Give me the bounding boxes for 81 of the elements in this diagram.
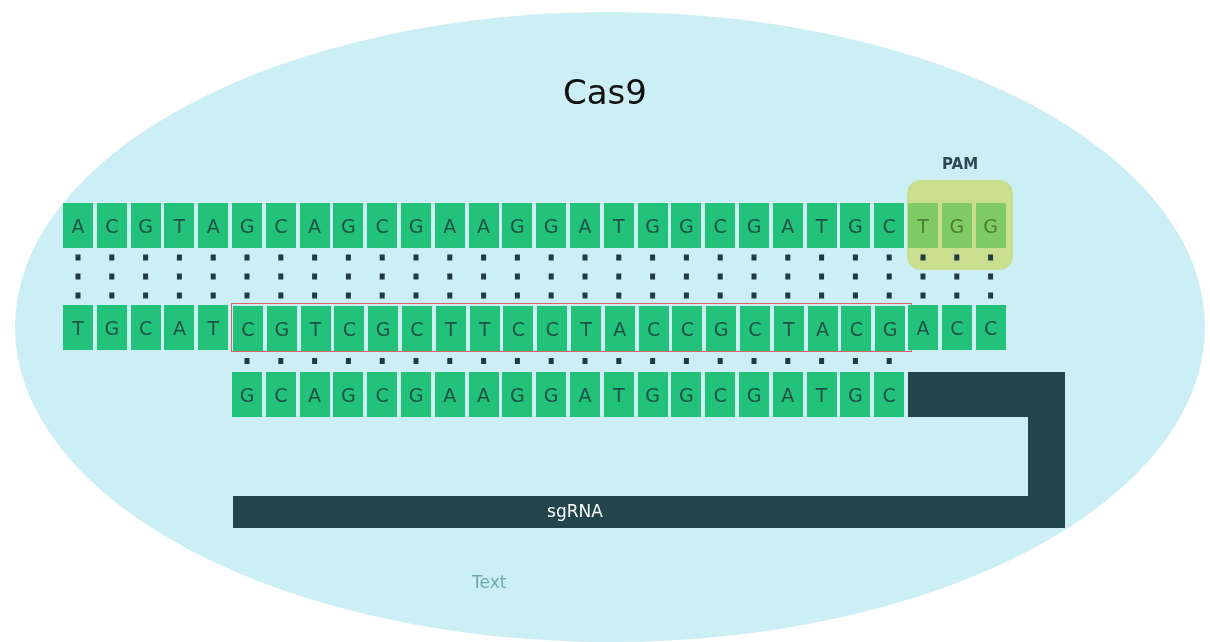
nucleotide-box: C [265,203,296,248]
nucleotide-box: A [807,306,838,351]
nucleotide-box: T [198,305,229,350]
nucleotide-box: A [772,203,803,248]
nucleotide-box: C [740,306,770,351]
nucleotide-box: C [367,203,398,248]
nucleotide-box: A [570,372,600,417]
nucleotide-box: G [637,372,668,417]
nucleotide-box: G [706,306,737,351]
nucleotide-box: T [63,305,93,350]
nucleotide-box: T [164,203,195,248]
nucleotide-box: A [604,306,635,351]
nucleotide-box: G [671,372,702,417]
placeholder-text: Text [472,572,507,592]
nucleotide-box: G [840,372,871,417]
nucleotide-box: G [401,203,431,248]
nucleotide-box: G [502,372,533,417]
nucleotide-box: C [130,305,161,350]
nucleotide-box: G [502,203,533,248]
nucleotide-box: C [233,306,263,351]
nucleotide-box: A [299,203,330,248]
nucleotide-box: C [367,372,398,417]
nucleotide-box: C [503,306,534,351]
nucleotide-box: G [401,372,431,417]
nucleotide-box: T [571,306,601,351]
nucleotide-box: A [908,305,938,350]
nucleotide-box: T [435,306,466,351]
nucleotide-box: G [266,306,297,351]
nucleotide-box: C [402,306,432,351]
nucleotide-box: G [232,372,262,417]
nucleotide-box: C [537,306,568,351]
nucleotide-box: C [334,306,365,351]
nucleotide-box: C [265,372,296,417]
nucleotide-box: G [96,305,127,350]
nucleotide-box: A [468,203,499,248]
nucleotide-box: A [164,305,195,350]
nucleotide-box: A [434,372,465,417]
nucleotide-box: G [671,203,702,248]
nucleotide-box: C [96,203,127,248]
nucleotide-box: A [63,203,93,248]
nucleotide-box: G [637,203,668,248]
nucleotide-box: C [841,306,872,351]
nucleotide-box: C [672,306,703,351]
protein-name: Cas9 [562,72,648,112]
nucleotide-box: G [975,203,1006,248]
strand-label: sgRNA [546,501,604,521]
nucleotide-box: A [570,203,600,248]
nucleotide-box: T [773,306,804,351]
nucleotide-box: C [874,372,905,417]
nucleotide-box: C [975,305,1006,350]
target-outline [231,303,912,352]
nucleotide-box: G [840,203,871,248]
nucleotide-box: G [941,203,972,248]
nucleotide-box: A [299,372,330,417]
nucleotide-box: G [536,372,567,417]
nucleotide-box: T [806,203,837,248]
nucleotide-box: T [806,372,837,417]
nucleotide-box: T [300,306,331,351]
nucleotide-box: T [908,203,938,248]
nucleotide-box: C [705,203,736,248]
nucleotide-box: A [468,372,499,417]
nucleotide-box: G [739,372,769,417]
nucleotide-box: T [603,372,634,417]
region-label: PAM [940,155,980,173]
nucleotide-box: T [469,306,500,351]
nucleotide-box: G [333,203,364,248]
nucleotide-box: T [603,203,634,248]
nucleotide-box: C [941,305,972,350]
nucleotide-box: A [772,372,803,417]
nucleotide-box: A [198,203,229,248]
nucleotide-box: G [130,203,161,248]
nucleotide-box: G [536,203,567,248]
nucleotide-box: A [434,203,465,248]
nucleotide-box: G [875,306,906,351]
nucleotide-box: C [638,306,669,351]
nucleotide-box: G [739,203,769,248]
nucleotide-box: C [705,372,736,417]
nucleotide-box: C [874,203,905,248]
nucleotide-box: G [333,372,364,417]
nucleotide-box: G [232,203,262,248]
nucleotide-box: G [368,306,399,351]
